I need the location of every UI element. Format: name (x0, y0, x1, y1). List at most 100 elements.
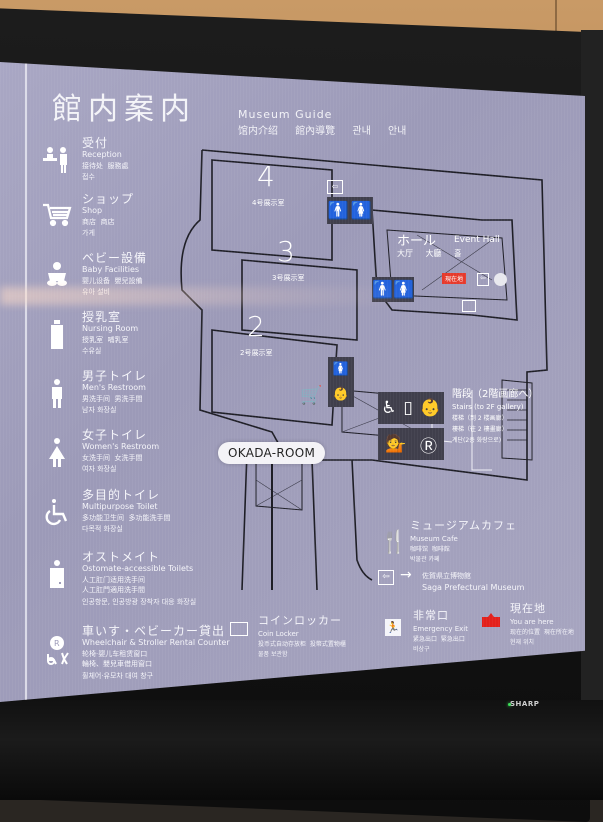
legend-label-zh: 人工肛门适用洗手间 人工肛門適用洗手間 (82, 576, 145, 594)
reception-icon: 💁 (384, 434, 407, 454)
page-title-translations: 馆内介绍 館內導覽 관내 안내 (238, 122, 406, 137)
monitor-bezel-bottom (0, 700, 603, 800)
legend-label-en: Baby Facilities (82, 265, 140, 274)
guide-screen: 館内案内 Museum Guide 馆内介绍 館內導覽 관내 안내 受付 Rec… (0, 62, 585, 702)
rental-icon: Ⓡ (420, 436, 438, 457)
screen-glare (0, 287, 420, 305)
facility-sign-west[interactable]: 🚺👶 (328, 357, 354, 407)
legend-label-ko: 가게 (82, 229, 95, 237)
locker-label-jp: コインロッカー (258, 614, 342, 627)
baby-bottle-icon (40, 320, 74, 354)
cafe-label-ko: 박물관 카페 (410, 556, 440, 563)
emergency-label-zh: 紧急出口 緊急出口 (413, 636, 465, 643)
accessible-sign[interactable]: ♿ ▯ 👶 (378, 392, 444, 424)
stairs-label-en: Stairs (to 2F gallery) (452, 403, 524, 411)
legend-label-en: Shop (82, 206, 103, 215)
you-are-here-badge: 現在地 (442, 273, 467, 284)
wall-seam (555, 0, 557, 40)
title-ko: 관내 안내 (352, 126, 407, 137)
here-label-jp: 現在地 (510, 602, 546, 615)
emergency-label-jp: 非常口 (413, 609, 449, 622)
coin-locker-icon (230, 622, 248, 636)
legend-label-jp: ショップ (82, 192, 135, 206)
event-hall-label-en: Event Hall (454, 235, 500, 245)
legend-label-zh: 女洗手间 女洗手間 (82, 454, 143, 462)
woman-icon: 🚺 (332, 362, 350, 377)
legend-label-zh: 婴儿设备 嬰兒設備 (82, 277, 143, 285)
emergency-exit-icon: ⇦ (378, 570, 394, 585)
locker-label-ko: 물품 보관함 (258, 651, 288, 658)
legend-label-en: Women's Restroom (82, 442, 160, 451)
legend-label-en: Nursing Room (82, 324, 139, 333)
woman-icon: 🚺 (350, 200, 373, 221)
room-3-number: 3 (277, 235, 295, 268)
legend-coin-locker: コインロッカー Coin Locker 投币式自动存放柜 投幣式置物櫃 물품 보… (258, 612, 346, 658)
emergency-exit-icon: ⇦ (477, 273, 489, 286)
legend-cafe: ミュージアムカフェ Museum Cafe 咖啡馆 咖啡館 박물관 카페 (410, 517, 517, 563)
legend-label-en: Ostomate-accessible Toilets (82, 564, 194, 573)
emergency-exit-icon: 🏃 (385, 619, 401, 636)
page-title: 館内案内 (52, 92, 196, 127)
emergency-label-ko: 비상구 (413, 646, 430, 653)
here-label-ko: 현재 위치 (510, 639, 534, 646)
ostomate-icon: ▯ (403, 398, 413, 418)
legend-label-zh: 多功能卫生间 多功能洗手間 (82, 514, 171, 522)
title-zh-cn: 馆内介绍 (238, 126, 278, 137)
room-2-number: 2 (247, 310, 265, 343)
legend-label-jp: 多目的トイレ (82, 488, 161, 502)
restroom-sign-north[interactable]: 🚹🚺 (327, 197, 373, 224)
locker-label-en: Coin Locker (258, 630, 299, 638)
legend-emergency-exit: 非常口 Emergency Exit 紧急出口 緊急出口 비상구 (413, 607, 468, 653)
museum-link-en: Saga Prefectural Museum (422, 583, 525, 592)
legend-label-jp: 女子トイレ (82, 428, 148, 442)
room-4-number: 4 (257, 160, 275, 193)
baby-icon: 👶 (419, 398, 441, 418)
woman-icon (40, 438, 74, 472)
legend-label-ko: 인공항문, 인공방광 장착자 대응 화장실 (82, 598, 197, 606)
wheelchair-icon: ♿ (381, 398, 397, 418)
man-icon: 🚹 (327, 200, 350, 221)
title-zh-tw: 館內導覽 (295, 126, 336, 137)
rental-icon: R (40, 636, 74, 670)
emergency-label-en: Emergency Exit (413, 625, 468, 633)
shopping-cart-icon[interactable]: 🛒 (300, 385, 323, 406)
monitor-bezel-side (581, 30, 603, 800)
legend-label-ko: 남자 화장실 (82, 406, 117, 414)
you-are-here-marker-icon (482, 613, 500, 627)
baby-icon (40, 261, 74, 295)
legend-label-zh: 男洗手间 男洗手間 (82, 395, 143, 403)
legend-label-en: Men's Restroom (82, 383, 146, 392)
page-title-en: Museum Guide (238, 108, 333, 121)
legend-label-zh: 授乳室 哺乳室 (82, 336, 129, 344)
okada-room-label[interactable]: OKADA-ROOM (218, 442, 326, 464)
room-2-label: 2号展示室 (240, 349, 273, 357)
round-fixture-icon (494, 273, 507, 286)
legend-label-ko: 다목적 화장실 (82, 525, 123, 533)
legend-label-jp: 受付 (82, 136, 109, 150)
arrow-right-icon: → (400, 567, 412, 583)
baby-icon: 👶 (332, 387, 350, 402)
reception-sign[interactable]: 💁Ⓡ (378, 428, 444, 460)
legend-you-are-here: 現在地 You are here 现在的位置 現在所在地 현재 위치 (510, 600, 574, 646)
brand-logo: SHARP (510, 700, 540, 708)
man-icon (40, 379, 74, 413)
floor-plan-outline (180, 149, 548, 591)
exit-to-museum[interactable]: 佐賀県立博物館 Saga Prefectural Museum (422, 570, 524, 592)
legend-label-ko: 수유실 (82, 347, 102, 355)
left-divider (25, 62, 27, 702)
legend-label-jp: 男子トイレ (82, 369, 148, 383)
coin-locker-icon (462, 300, 476, 312)
wheelchair-icon (40, 498, 74, 532)
legend-label-jp: ベビー設備 (82, 251, 148, 265)
power-led-icon (508, 703, 511, 706)
legend-label-zh: 商店 商店 (82, 218, 115, 226)
locker-label-zh: 投币式自动存放柜 投幣式置物櫃 (258, 641, 346, 648)
stairs-label-zh-tw: 樓梯（往 2 樓畫廊） (452, 426, 508, 433)
here-label-en: You are here (510, 618, 554, 626)
shopping-cart-icon (40, 202, 74, 236)
stairs-label-jp: 階段（2階画廊へ） (452, 389, 539, 400)
legend-label-ko: 접수 (82, 173, 95, 181)
event-hall-label-jp: ホール (397, 234, 437, 249)
legend-label-ko: 여자 화장실 (82, 465, 117, 473)
here-label-zh: 现在的位置 現在所在地 (510, 629, 574, 636)
